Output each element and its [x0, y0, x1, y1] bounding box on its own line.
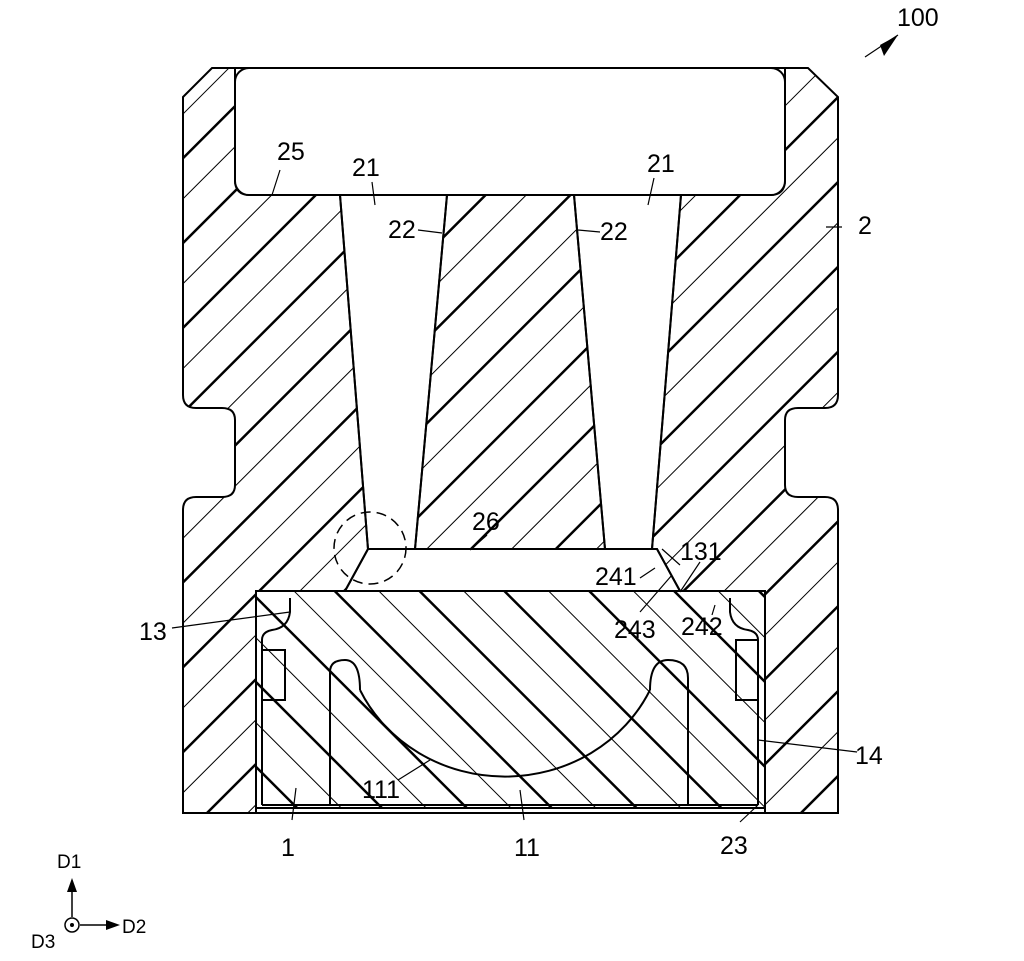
recess-25 [234, 67, 786, 196]
label-2: 2 [858, 212, 872, 240]
arrow-100-icon [880, 35, 898, 56]
detail-circle [333, 511, 407, 585]
label-242: 242 [681, 613, 723, 641]
part-1 [255, 590, 766, 809]
label-22-right: 22 [600, 218, 628, 246]
label-13: 13 [139, 618, 167, 646]
label-100: 100 [897, 4, 939, 32]
label-26: 26 [472, 508, 500, 536]
label-23: 23 [720, 832, 748, 860]
arrow-right-icon [106, 920, 120, 930]
axis-d3: D3 [31, 932, 55, 953]
label-131: 131 [680, 538, 722, 566]
label-25: 25 [277, 138, 305, 166]
piece-11-outline [329, 658, 689, 805]
label-241: 241 [595, 563, 637, 591]
label-11: 11 [514, 834, 540, 862]
label-21-left: 21 [352, 154, 380, 182]
axis-d2: D2 [122, 917, 146, 938]
label-21-right: 21 [647, 150, 675, 178]
label-1: 1 [281, 834, 295, 862]
channels-21 [339, 194, 682, 592]
label-22-left: 22 [388, 216, 416, 244]
out-of-page-icon [64, 917, 80, 933]
label-243: 243 [614, 616, 656, 644]
part-1-inner-outline [261, 598, 759, 806]
direction-axes: D1 D2 D3 [31, 852, 146, 953]
axis-d1: D1 [57, 852, 81, 873]
arrow-up-icon [67, 878, 77, 892]
label-14: 14 [855, 742, 883, 770]
label-111: 111 [362, 776, 400, 804]
